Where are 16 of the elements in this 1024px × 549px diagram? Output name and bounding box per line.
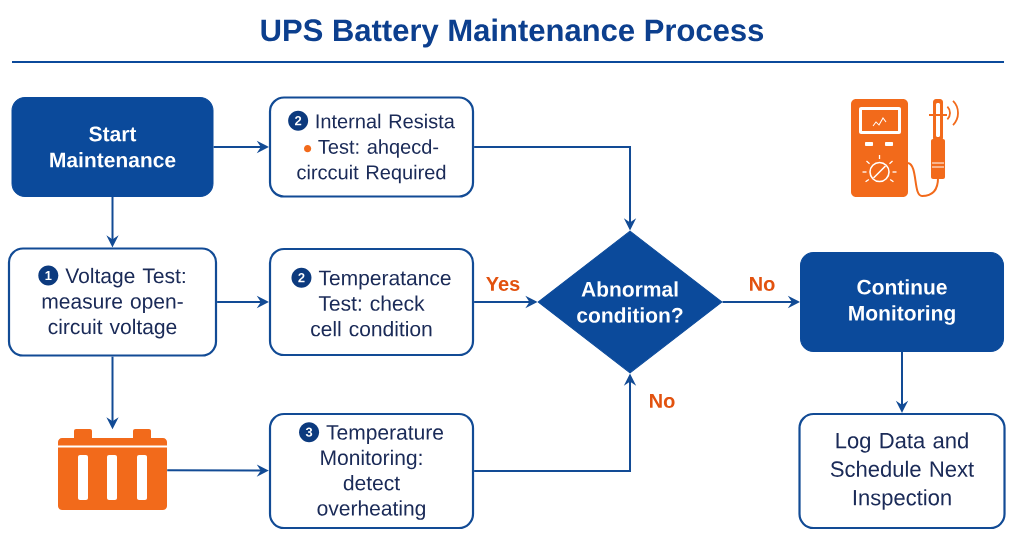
number-badge: 2: [288, 110, 309, 131]
process-box: Continue Monitoring: [800, 252, 1004, 352]
edge-label: Yes: [484, 275, 522, 293]
edge-label: No: [647, 392, 677, 410]
number-badge: 1: [38, 265, 59, 286]
process-box: Start Maintenance: [11, 97, 214, 197]
number-badge: 2: [291, 267, 312, 288]
process-box: 2 Temperatance Test: check cell condition: [268, 247, 475, 357]
process-box: 2 Internal Resista Test: ahqecd- circcuit Required: [268, 96, 475, 198]
number-badge: 3: [299, 422, 320, 443]
title: UPS Battery Maintenance Process: [261, 18, 764, 48]
process-box: Log Data and Schedule Next Inspection: [798, 412, 1006, 530]
edge-label: No: [747, 275, 777, 293]
battery-icon: [57, 429, 168, 510]
process-box: 3 Temperature Monitoring: detect overheating: [268, 412, 475, 530]
process-box: 1 Voltage Test: measure open- circuit voltage: [7, 247, 218, 357]
